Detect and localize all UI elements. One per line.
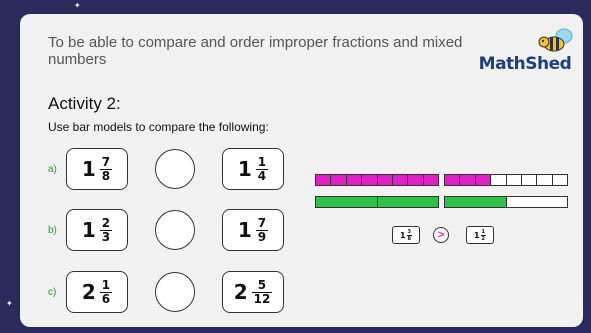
example-comparison-symbol: > bbox=[433, 227, 449, 243]
whole-number: 1 bbox=[399, 230, 406, 240]
numerator: 7 bbox=[257, 215, 267, 230]
bar-segment bbox=[316, 197, 378, 207]
bar-model-green-part bbox=[444, 196, 568, 208]
bar-segment bbox=[331, 175, 347, 185]
bar-segment bbox=[316, 175, 332, 185]
comparison-circle-c[interactable] bbox=[155, 272, 195, 312]
logo-text: MathShed bbox=[478, 54, 572, 74]
numerator: 1 bbox=[101, 277, 111, 292]
whole-number: 2 bbox=[81, 280, 96, 304]
comparison-circle-b[interactable] bbox=[155, 210, 195, 250]
activity-instruction: Use bar models to compare the following: bbox=[48, 120, 269, 134]
denominator: 9 bbox=[255, 229, 269, 244]
numerator: 2 bbox=[101, 215, 111, 230]
fraction-card-a-right: 1 1 4 bbox=[222, 148, 284, 190]
star-icon: ✦ bbox=[74, 1, 81, 10]
whole-number: 1 bbox=[473, 230, 480, 240]
bar-segment bbox=[522, 175, 538, 185]
example-fraction-left: 1 3 8 bbox=[392, 226, 420, 244]
example-fraction-right: 1 1 2 bbox=[466, 226, 494, 244]
bar-segment bbox=[392, 175, 409, 185]
bar-segment bbox=[553, 175, 567, 185]
bar-segment bbox=[377, 197, 438, 207]
mathshed-logo: MathShed bbox=[472, 26, 578, 74]
numerator: 7 bbox=[101, 154, 111, 169]
problem-label-c: c) bbox=[48, 287, 57, 298]
numerator: 5 bbox=[257, 277, 267, 292]
bar-segment bbox=[537, 175, 553, 185]
bar-segment bbox=[346, 175, 363, 185]
bar-model-green-whole bbox=[315, 196, 439, 208]
fraction-card-b-right: 1 7 9 bbox=[222, 209, 284, 251]
denominator: 2 bbox=[480, 234, 487, 242]
bar-segment bbox=[445, 175, 461, 185]
bar-segment bbox=[460, 175, 476, 185]
whole-number: 1 bbox=[81, 157, 96, 181]
denominator: 6 bbox=[99, 291, 113, 306]
numerator: 1 bbox=[257, 154, 267, 169]
bee-icon bbox=[538, 28, 573, 52]
fraction-card-b-left: 1 2 3 bbox=[66, 209, 128, 251]
denominator: 4 bbox=[255, 168, 269, 183]
numerator: 1 bbox=[481, 228, 486, 235]
fraction-card-c-left: 2 1 6 bbox=[66, 271, 128, 313]
denominator: 8 bbox=[406, 234, 413, 242]
bar-segment bbox=[507, 175, 522, 185]
whole-number: 1 bbox=[237, 157, 252, 181]
lesson-objective: To be able to compare and order improper… bbox=[48, 34, 463, 68]
fraction-card-a-left: 1 7 8 bbox=[66, 148, 128, 190]
bar-segment bbox=[507, 197, 568, 207]
activity-title: Activity 2: bbox=[48, 94, 121, 113]
whole-number: 1 bbox=[237, 218, 252, 242]
bar-segment bbox=[362, 175, 378, 185]
denominator: 3 bbox=[99, 229, 113, 244]
bar-segment bbox=[491, 175, 507, 185]
denominator: 8 bbox=[99, 168, 113, 183]
bar-segment bbox=[408, 175, 424, 185]
slide: To be able to compare and order improper… bbox=[20, 14, 583, 327]
whole-number: 2 bbox=[233, 280, 248, 304]
problem-label-b: b) bbox=[48, 225, 57, 236]
fraction-card-c-right: 2 5 12 bbox=[222, 271, 284, 313]
bar-segment bbox=[377, 175, 393, 185]
bar-segment bbox=[423, 175, 438, 185]
problem-label-a: a) bbox=[48, 164, 57, 175]
star-icon: ✦ bbox=[6, 299, 13, 308]
bar-segment bbox=[445, 197, 507, 207]
numerator: 3 bbox=[407, 228, 412, 235]
bar-segment bbox=[475, 175, 492, 185]
bar-model-pink-whole bbox=[315, 174, 439, 186]
denominator: 12 bbox=[251, 291, 273, 306]
whole-number: 1 bbox=[81, 218, 96, 242]
comparison-circle-a[interactable] bbox=[155, 149, 195, 189]
bar-model-pink-part bbox=[444, 174, 568, 186]
